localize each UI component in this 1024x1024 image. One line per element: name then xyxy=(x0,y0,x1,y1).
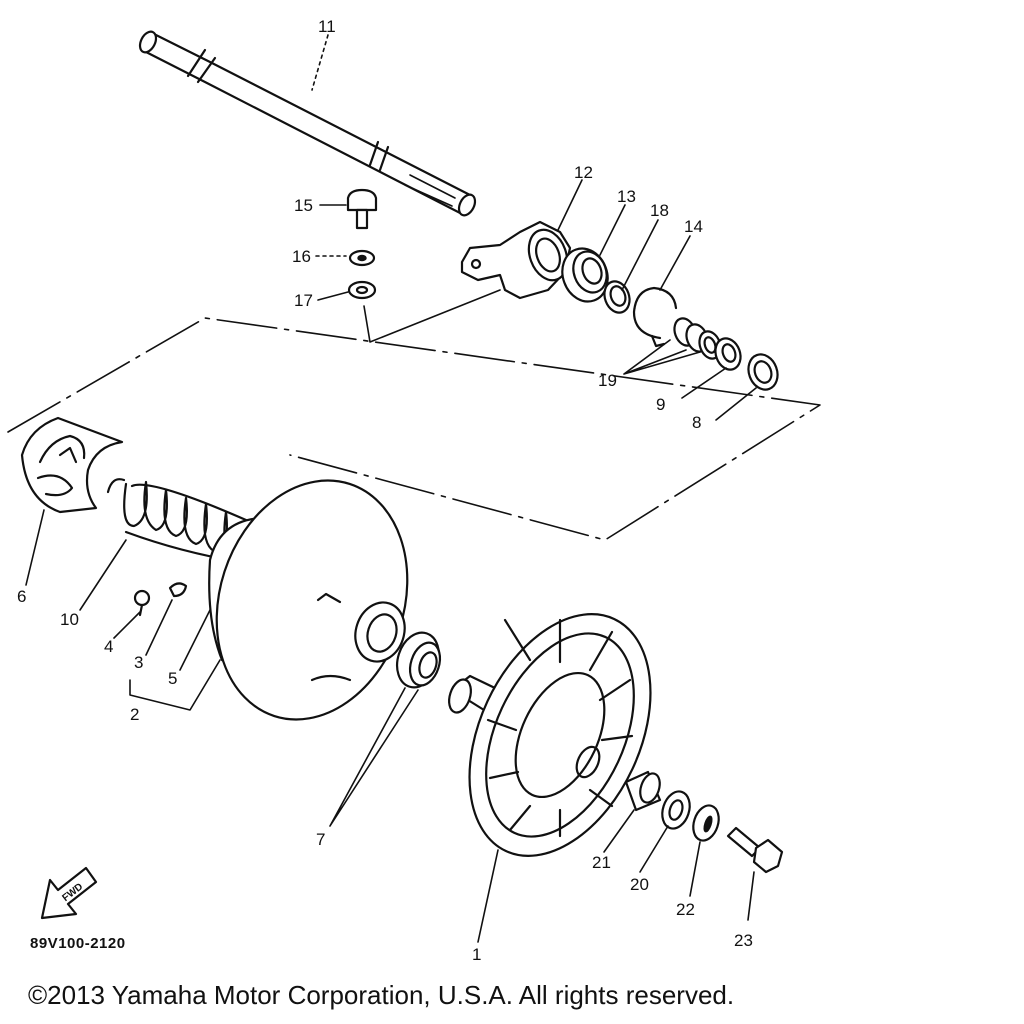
label-13: 13 xyxy=(617,187,636,206)
label-4: 4 xyxy=(104,637,113,656)
label-9: 9 xyxy=(656,395,665,414)
part-8-washer xyxy=(747,353,779,391)
part-15-bolt xyxy=(346,188,378,230)
label-1: 1 xyxy=(472,945,481,964)
part-13-bearing xyxy=(561,247,609,303)
part-7-bushings xyxy=(396,631,442,689)
label-23: 23 xyxy=(734,931,753,950)
label-12: 12 xyxy=(574,163,593,182)
label-14: 14 xyxy=(684,217,703,236)
part-11-shaft xyxy=(138,30,477,217)
label-19: 19 xyxy=(598,371,617,390)
part-14-circlip xyxy=(632,286,678,348)
part-number-labels: 11 15 16 17 12 13 18 14 19 9 8 6 10 4 3 … xyxy=(17,17,753,964)
part-17-washer xyxy=(347,280,377,300)
copyright-notice: ©2013 Yamaha Motor Corporation, U.S.A. A… xyxy=(28,980,735,1010)
part-19-spacers xyxy=(673,317,722,360)
part-12-bearing-housing xyxy=(460,220,572,300)
part-9-collar xyxy=(714,337,742,371)
label-3: 3 xyxy=(134,653,143,672)
label-7: 7 xyxy=(316,830,325,849)
front-direction-marker: FWD xyxy=(40,866,98,920)
part-3-weight xyxy=(168,582,188,598)
label-10: 10 xyxy=(60,610,79,629)
label-17: 17 xyxy=(294,291,313,310)
part-22-lock-washer xyxy=(692,804,720,842)
label-2: 2 xyxy=(130,705,139,724)
label-11: 11 xyxy=(318,17,336,36)
part-20-washer xyxy=(661,790,691,830)
diagram-drawing: 11 15 16 17 12 13 18 14 19 9 8 6 10 4 3 … xyxy=(7,17,821,964)
leader-lines xyxy=(25,34,757,943)
drawing-code: 89V100-2120 xyxy=(30,935,126,952)
label-15: 15 xyxy=(294,196,313,215)
part-6-spider-cam xyxy=(20,416,124,514)
part-5-movable-sheave xyxy=(208,479,409,721)
label-8: 8 xyxy=(692,413,701,432)
part-23-bolt xyxy=(726,826,784,874)
label-22: 22 xyxy=(676,900,695,919)
assembly-boundary-frame xyxy=(7,317,821,541)
label-18: 18 xyxy=(650,201,669,220)
label-20: 20 xyxy=(630,875,649,894)
label-21: 21 xyxy=(592,853,611,872)
part-1-fixed-sheave xyxy=(468,613,652,857)
part-4-screw xyxy=(133,589,151,617)
label-16: 16 xyxy=(292,247,311,266)
label-6: 6 xyxy=(17,587,26,606)
part-16-lock-washer xyxy=(348,249,376,267)
label-5: 5 xyxy=(168,669,177,688)
part-21-collar xyxy=(624,770,662,812)
